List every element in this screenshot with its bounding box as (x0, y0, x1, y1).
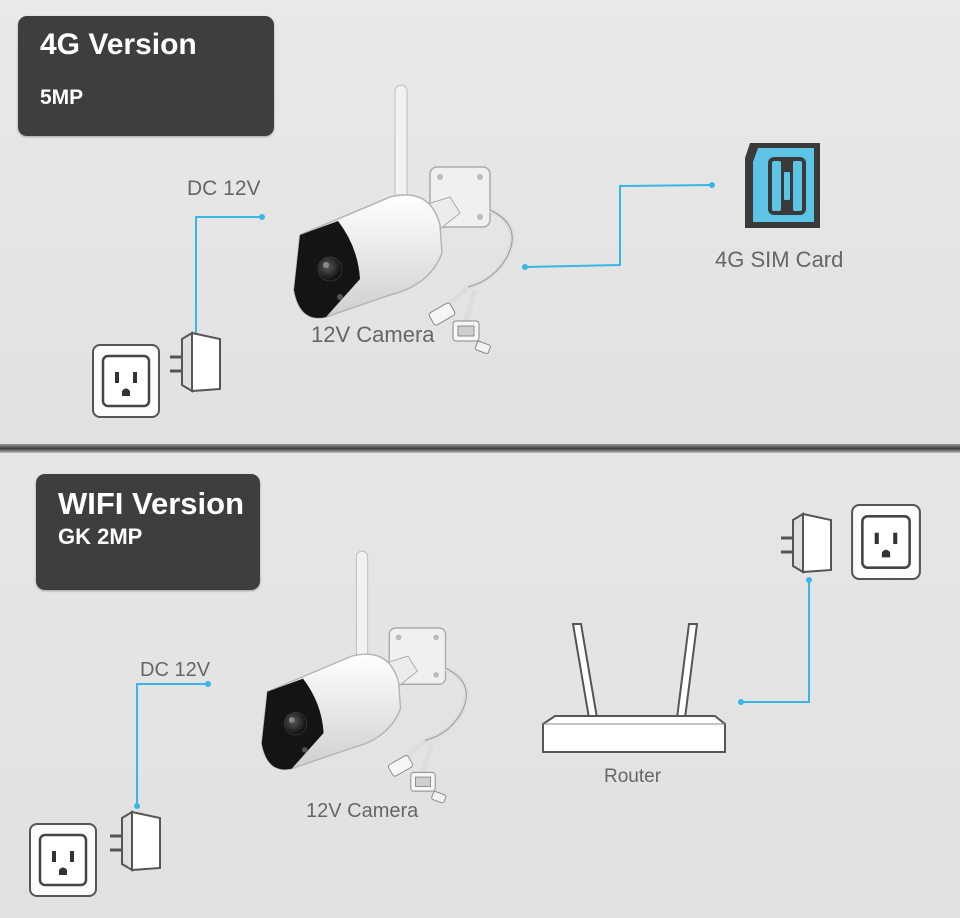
power-outlet-icon (91, 343, 161, 419)
power-adapter-icon (168, 331, 222, 393)
router-icon (542, 623, 726, 753)
dc-12v-label: DC 12V (187, 177, 261, 200)
power-outlet-icon (28, 822, 98, 898)
power-adapter-icon (108, 810, 162, 872)
bullet-camera-icon (294, 85, 512, 354)
badge-wifi-version: WIFI Version GK 2MP (36, 474, 260, 590)
bullet-camera-icon (262, 551, 467, 803)
dc-power-connection-4g (193, 214, 265, 341)
badge-4g-version: 4G Version 5MP (18, 16, 274, 136)
dc-12v-label: DC 12V (140, 659, 211, 681)
power-adapter-icon (779, 512, 833, 574)
camera-label: 12V Camera (311, 322, 435, 347)
sim-connection-line (522, 182, 715, 270)
sim-card-label: 4G SIM Card (715, 247, 844, 272)
router-power-connection (738, 577, 812, 705)
badge-title: 4G Version (40, 28, 197, 61)
section-divider (0, 444, 960, 453)
dc-power-connection-wifi (134, 681, 211, 809)
power-outlet-icon (850, 503, 922, 581)
badge-subtitle: GK 2MP (58, 524, 143, 549)
camera-label: 12V Camera (306, 800, 419, 822)
badge-title: WIFI Version (58, 486, 245, 521)
router-label: Router (604, 766, 662, 787)
badge-subtitle: 5MP (40, 86, 84, 109)
sim-card-icon (745, 143, 820, 228)
